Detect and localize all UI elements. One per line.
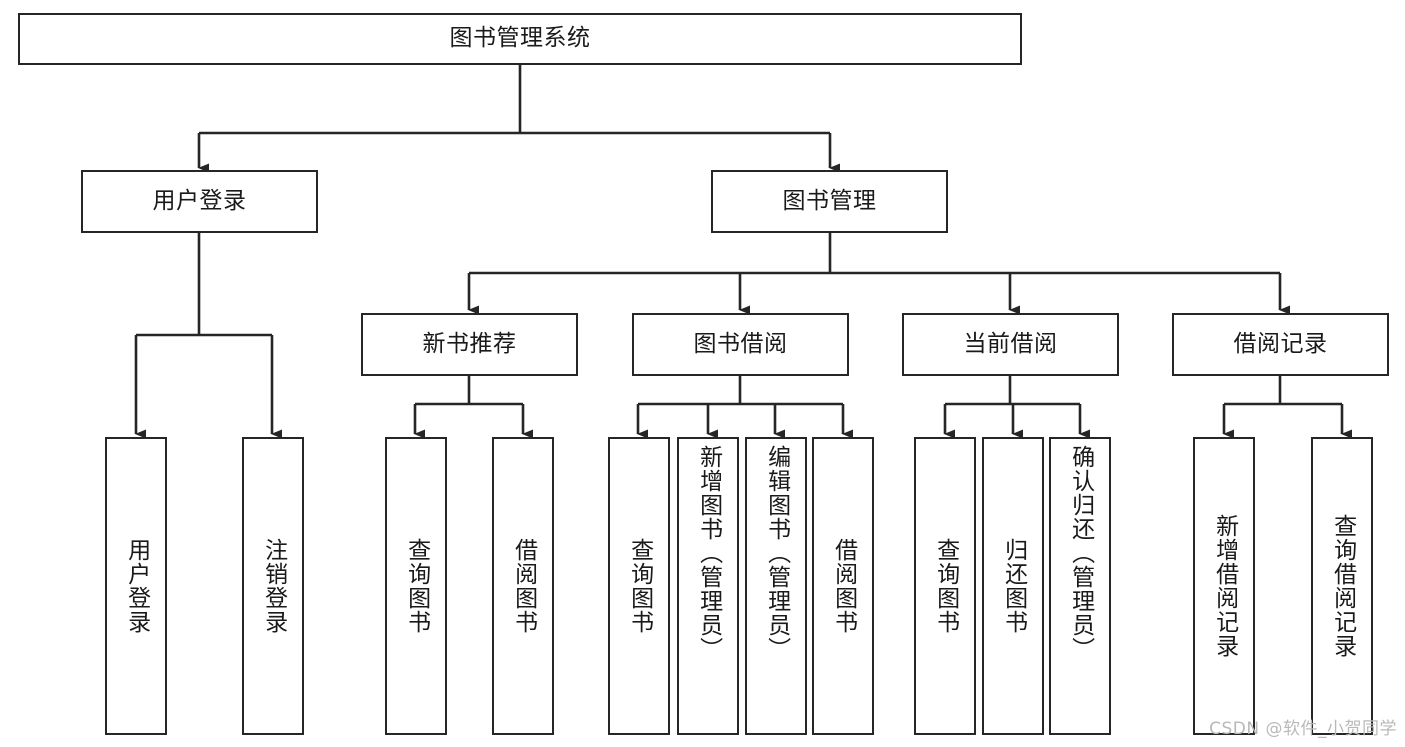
node-book-manage-label: 图书管理 [782, 187, 877, 214]
node-leaf-query-record-label: 查询借阅记录 [1329, 514, 1356, 658]
node-leaf-query-book-b-label: 查询图书 [626, 538, 653, 634]
node-leaf-query-record[interactable]: 查询借阅记录 [1311, 437, 1373, 735]
node-leaf-add-book[interactable]: 新增图书（管理员） [677, 437, 739, 735]
node-leaf-confirm-return[interactable]: 确认归还（管理员） [1049, 437, 1111, 735]
node-leaf-user-login[interactable]: 用户登录 [105, 437, 167, 735]
node-book-manage[interactable]: 图书管理 [711, 170, 948, 233]
node-leaf-query-book-c-label: 查询图书 [932, 538, 959, 634]
node-book-borrow-label: 图书借阅 [693, 330, 788, 357]
node-user-login[interactable]: 用户登录 [81, 170, 318, 233]
node-leaf-user-login-label: 用户登录 [123, 538, 150, 634]
node-new-book-recommend[interactable]: 新书推荐 [361, 313, 578, 376]
node-leaf-query-book-a[interactable]: 查询图书 [385, 437, 447, 735]
node-leaf-edit-book[interactable]: 编辑图书（管理员） [745, 437, 807, 735]
node-current-borrow-label: 当前借阅 [963, 330, 1058, 357]
node-leaf-logout[interactable]: 注销登录 [242, 437, 304, 735]
node-leaf-query-book-b[interactable]: 查询图书 [608, 437, 670, 735]
node-leaf-confirm-return-label: 确认归还（管理员） [1067, 445, 1094, 661]
node-leaf-edit-book-label: 编辑图书（管理员） [763, 445, 790, 661]
node-leaf-add-book-label: 新增图书（管理员） [695, 445, 722, 661]
node-leaf-logout-label: 注销登录 [260, 538, 287, 634]
node-new-book-recommend-label: 新书推荐 [422, 330, 517, 357]
node-leaf-return-book-label: 归还图书 [1000, 538, 1027, 634]
node-leaf-add-record[interactable]: 新增借阅记录 [1193, 437, 1255, 735]
node-current-borrow[interactable]: 当前借阅 [902, 313, 1119, 376]
node-root[interactable]: 图书管理系统 [18, 13, 1022, 65]
watermark-text: CSDN @软件_小贺同学 [1209, 719, 1397, 739]
node-leaf-borrow-book-b-label: 借阅图书 [830, 538, 857, 634]
node-leaf-query-book-c[interactable]: 查询图书 [914, 437, 976, 735]
node-leaf-add-record-label: 新增借阅记录 [1211, 514, 1238, 658]
node-leaf-borrow-book-a-label: 借阅图书 [510, 538, 537, 634]
node-leaf-query-book-a-label: 查询图书 [403, 538, 430, 634]
node-leaf-borrow-book-b[interactable]: 借阅图书 [812, 437, 874, 735]
node-borrow-record[interactable]: 借阅记录 [1172, 313, 1389, 376]
node-borrow-record-label: 借阅记录 [1233, 330, 1328, 357]
node-leaf-borrow-book-a[interactable]: 借阅图书 [492, 437, 554, 735]
node-user-login-label: 用户登录 [152, 187, 247, 214]
node-root-label: 图书管理系统 [449, 25, 591, 52]
node-book-borrow[interactable]: 图书借阅 [632, 313, 849, 376]
node-leaf-return-book[interactable]: 归还图书 [982, 437, 1044, 735]
